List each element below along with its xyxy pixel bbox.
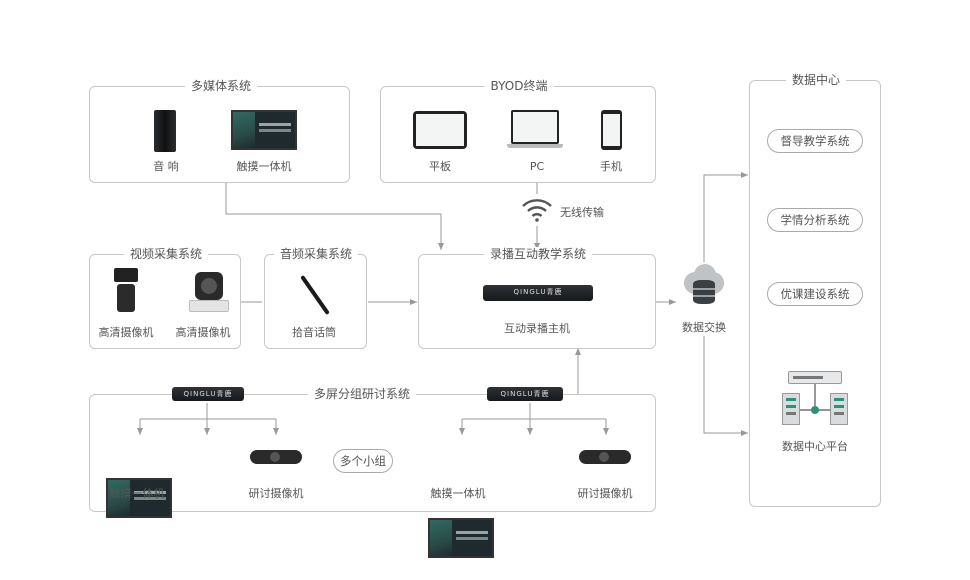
course-building-system-pill: 优课建设系统 xyxy=(767,282,863,306)
discussion-camera-label-right: 研讨摄像机 xyxy=(577,487,633,500)
cloud-database-icon xyxy=(680,264,728,308)
group-touch-display-icon-right xyxy=(428,518,494,558)
group-host-icon-left: QINGLU青鹿 xyxy=(172,387,244,401)
server-icon-right xyxy=(830,393,848,425)
group-host-brand-left: QINGLU青鹿 xyxy=(183,390,233,398)
hd-camera-icon-2 xyxy=(189,272,229,314)
group-host-brand-right: QINGLU青鹿 xyxy=(500,390,550,398)
touch-display-icon xyxy=(231,110,297,150)
hd-camera-label-1: 高清摄像机 xyxy=(98,326,154,339)
multiscreen-system-box: 多屏分组研讨系统 xyxy=(89,387,656,512)
group-touch-display-icon-left xyxy=(106,478,172,518)
video-capture-box: 视频采集系统 xyxy=(89,247,241,349)
phone-icon xyxy=(601,110,622,150)
supervision-system-pill: 督导教学系统 xyxy=(767,129,863,153)
touch-display-label: 触摸一体机 xyxy=(236,160,292,173)
group-touch-display-label-left: 触摸一体机 xyxy=(109,487,165,500)
discussion-camera-icon-left xyxy=(250,450,302,464)
laptop-icon xyxy=(507,110,563,150)
tablet-icon xyxy=(413,111,467,149)
multi-group-badge: 多个小组 xyxy=(333,449,393,473)
recording-host-brand: QINGLU青鹿 xyxy=(513,288,563,296)
hd-camera-icon-1 xyxy=(114,268,138,314)
byod-terminal-title: BYOD终端 xyxy=(484,79,554,93)
pc-label: PC xyxy=(529,160,545,173)
byod-terminal-box: BYOD终端 xyxy=(380,79,656,183)
wifi-icon xyxy=(522,199,552,222)
datacenter-platform-label: 数据中心平台 xyxy=(782,440,848,453)
multimedia-system-box: 多媒体系统 xyxy=(89,79,350,183)
video-capture-title: 视频采集系统 xyxy=(123,247,209,261)
tablet-label: 平板 xyxy=(429,160,451,173)
learning-analysis-system-pill: 学情分析系统 xyxy=(767,208,863,232)
server-rack-icon-top xyxy=(788,371,842,384)
hd-camera-label-2: 高清摄像机 xyxy=(175,326,231,339)
recording-host-label: 互动录播主机 xyxy=(504,322,570,335)
multimedia-system-title: 多媒体系统 xyxy=(184,79,258,93)
discussion-camera-label-left: 研讨摄像机 xyxy=(248,487,304,500)
speaker-icon xyxy=(154,110,176,152)
audio-capture-box: 音频采集系统 xyxy=(264,247,367,349)
recording-system-box: 录播互动教学系统 xyxy=(418,247,656,349)
datacenter-title: 数据中心 xyxy=(785,73,847,87)
data-exchange-label: 数据交换 xyxy=(682,321,726,334)
datacenter-box: 数据中心 xyxy=(749,73,881,507)
recording-system-title: 录播互动教学系统 xyxy=(483,247,593,261)
group-touch-display-label-right: 触摸一体机 xyxy=(430,487,486,500)
recording-host-icon: QINGLU青鹿 xyxy=(483,285,593,301)
audio-capture-title: 音频采集系统 xyxy=(273,247,359,261)
multiscreen-system-title: 多屏分组研讨系统 xyxy=(307,387,417,401)
microphone-label: 拾音话筒 xyxy=(292,326,336,339)
group-host-icon-right: QINGLU青鹿 xyxy=(487,387,563,401)
speaker-label: 音 响 xyxy=(153,160,179,173)
wireless-label: 无线传输 xyxy=(560,206,604,219)
discussion-camera-icon-right xyxy=(579,450,631,464)
phone-label: 手机 xyxy=(600,160,622,173)
server-icon-left xyxy=(782,393,800,425)
